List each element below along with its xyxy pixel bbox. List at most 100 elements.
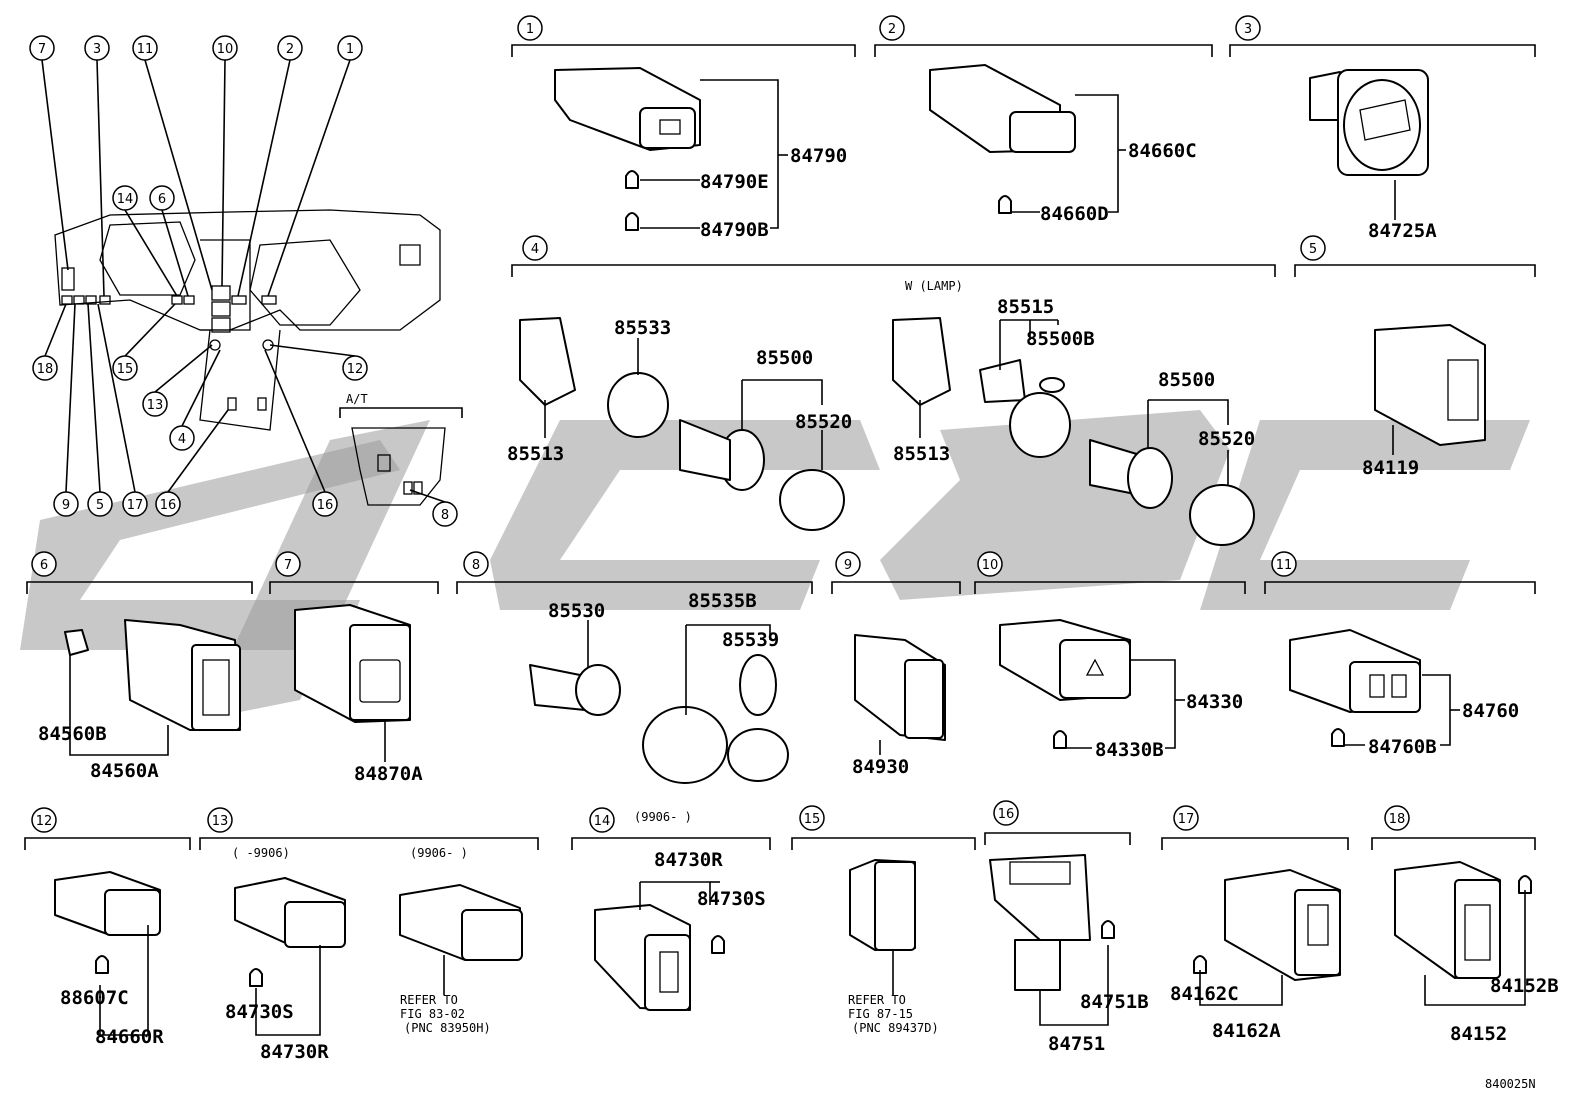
section-13-note-1: ( -9906) [232,846,290,860]
callout-circle [155,491,181,517]
part-number-85500: 85500 [756,347,813,369]
part-number-84730R: 84730R [260,1041,329,1063]
part-number-85535B: 85535B [688,590,757,612]
section-17-number: 17 [1178,812,1195,827]
overview-callout-16: 16 [160,498,177,513]
section-4-note: W (LAMP) [905,279,963,293]
leader-lines [69,79,1526,1036]
part-number-85515: 85515 [997,296,1054,318]
section-15-refer-line: (PNC 89437D) [852,1021,939,1035]
section-number-circle [31,551,57,577]
callout-leader [97,303,136,493]
overview-callout-12: 12 [347,362,364,377]
part-number-84870A: 84870A [354,763,423,785]
section-11-number: 11 [1276,558,1293,573]
section-number-circle [1235,15,1261,41]
callout-circle [277,35,303,61]
part-number-84760B: 84760B [1368,736,1437,758]
part-number-84790B: 84790B [700,219,769,241]
section-bracket [831,581,961,594]
part-number-84751: 84751 [1048,1033,1105,1055]
callout-leader [267,59,351,297]
callout-leader [41,59,69,271]
part-number-84660D: 84660D [1040,203,1109,225]
part-number-84119: 84119 [1362,457,1419,479]
section-13-refer-line: (PNC 83950H) [404,1021,491,1035]
section-6-number: 6 [40,558,48,573]
part-number-84730S: 84730S [697,888,766,910]
part-number-84730S: 84730S [225,1001,294,1023]
callout-leader [409,489,446,503]
overview-callout-4: 4 [178,432,186,447]
diagram-code: 840025N [1485,1077,1536,1091]
part-drawings [54,64,1532,1011]
part-number-85513: 85513 [893,443,950,465]
callout-leader [65,303,76,493]
section-bracket [511,44,856,57]
overview-callout-10: 10 [217,42,234,57]
section-13-number: 13 [212,814,229,829]
section-bracket [571,837,771,850]
section-7-number: 7 [284,558,292,573]
overview-callout-3: 3 [93,42,101,57]
part-number-84660R: 84660R [95,1026,164,1048]
section-bracket [1371,837,1536,850]
section-13-refer-line: REFER TO [400,993,458,1007]
callout-leader [167,409,229,493]
section-number-circle [799,805,825,831]
part-number-84162C: 84162C [1170,983,1239,1005]
callout-circle [53,491,79,517]
part-number-84330B: 84330B [1095,739,1164,761]
section-number-circle [207,807,233,833]
section-bracket [1161,837,1349,850]
callout-circle [342,355,368,381]
part-number-88607C: 88607C [60,987,129,1009]
section-bracket [24,837,191,850]
section-bracket [199,837,539,850]
part-number-84760: 84760 [1462,700,1519,722]
callout-leader [161,209,189,297]
part-number-84330: 84330 [1186,691,1243,713]
part-number-84152B: 84152B [1490,975,1559,997]
callout-circle [29,35,55,61]
section-number-circle [1173,805,1199,831]
section-number-circle [517,15,543,41]
overview-callout-9: 9 [62,498,70,513]
part-number-84560B: 84560B [38,723,107,745]
overview-callout-11: 11 [137,42,154,57]
section-12-number: 12 [36,814,53,829]
section-number-circle [977,551,1003,577]
section-number-circle [31,807,57,833]
callout-leader [154,344,213,393]
bulb-icon [95,955,109,974]
section-9-number: 9 [844,558,852,573]
overview-callout-13: 13 [147,398,164,413]
section-bracket [984,832,1131,845]
callout-circle [337,35,363,61]
bulb-icon [249,968,263,987]
overview-callout-8: 8 [441,508,449,523]
section-number-circle [1300,235,1326,261]
part-number-84162A: 84162A [1212,1020,1281,1042]
section-number-circle [993,800,1019,826]
section-1-number: 1 [526,22,534,37]
overview-callout-1: 1 [346,42,354,57]
part-number-85500B: 85500B [1026,328,1095,350]
callout-leader [144,59,213,291]
callout-leader [124,303,176,357]
part-number-84930: 84930 [852,756,909,778]
bulb-icon [998,195,1012,214]
section-number-circle [463,551,489,577]
section-bracket [974,581,1246,594]
section-18-number: 18 [1389,812,1406,827]
section-number-circle [275,551,301,577]
section-13-note-2: (9906- ) [410,846,468,860]
part-number-85520: 85520 [795,411,852,433]
part-number-84152: 84152 [1450,1023,1507,1045]
callout-circle [112,355,138,381]
overview-callout-18: 18 [37,362,54,377]
callout-circle [87,491,113,517]
part-number-85539: 85539 [722,629,779,651]
